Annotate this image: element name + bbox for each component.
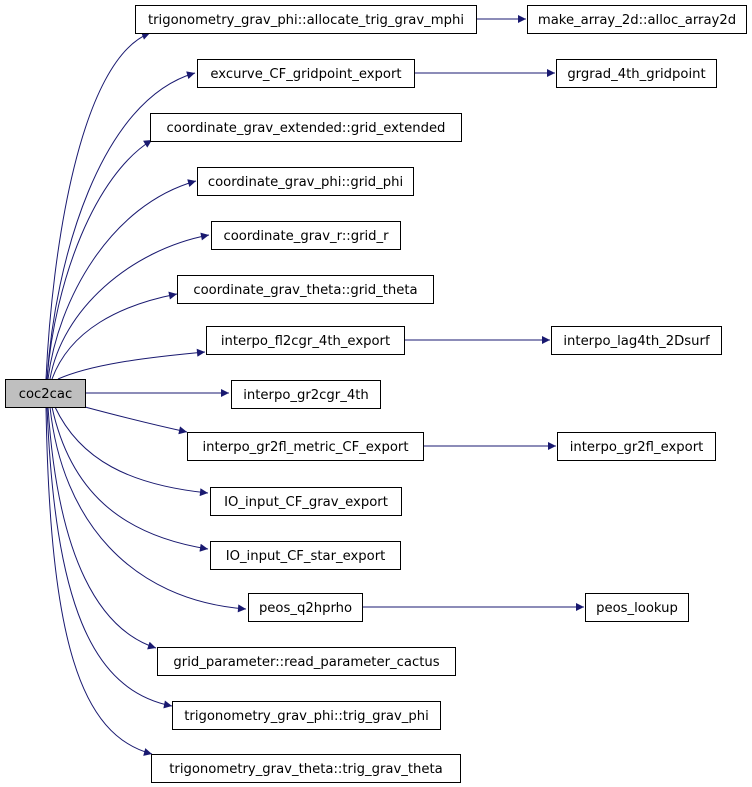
edge-coc2cac-to-grid_theta bbox=[51, 291, 178, 380]
node-label: trigonometry_grav_theta::trig_grav_theta bbox=[169, 762, 443, 777]
node-label: trigonometry_grav_phi::trig_grav_phi bbox=[184, 709, 429, 724]
node-read-parameter-cactus[interactable]: grid_parameter::read_parameter_cactus bbox=[157, 647, 456, 676]
node-grgrad-4th-gridpoint[interactable]: grgrad_4th_gridpoint bbox=[556, 59, 717, 88]
edge-coc2cac-to-read_parameter_cactus bbox=[47, 406, 157, 650]
nodes-layer: coc2cac trigonometry_grav_phi::allocate_t… bbox=[5, 5, 747, 783]
edge-coc2cac-to-interpo_fl2cgr_4th_export bbox=[57, 348, 206, 380]
node-label: interpo_fl2cgr_4th_export bbox=[221, 334, 390, 349]
edge-coc2cac-to-peos_q2hprho bbox=[49, 406, 247, 613]
edge-coc2cac-to-io_input_cf_star_export bbox=[51, 406, 209, 552]
node-interpo-gr2fl-metric-cf-export[interactable]: interpo_gr2fl_metric_CF_export bbox=[187, 432, 424, 461]
node-label: IO_input_CF_grav_export bbox=[224, 495, 388, 510]
node-trig-grav-phi[interactable]: trigonometry_grav_phi::trig_grav_phi bbox=[172, 701, 441, 730]
node-trig-grav-theta[interactable]: trigonometry_grav_theta::trig_grav_theta bbox=[151, 754, 461, 783]
node-label: coordinate_grav_extended::grid_extended bbox=[167, 121, 446, 136]
node-label: interpo_lag4th_2Dsurf bbox=[563, 334, 710, 349]
edge-coc2cac-to-interpo_gr2fl_metric_cf_export bbox=[84, 406, 188, 435]
node-label: interpo_gr2cgr_4th bbox=[243, 388, 369, 403]
node-label: coordinate_grav_theta::grid_theta bbox=[193, 283, 417, 298]
node-label: peos_q2hprho bbox=[259, 601, 352, 616]
node-allocate-trig-grav-mphi[interactable]: trigonometry_grav_phi::allocate_trig_gra… bbox=[135, 5, 477, 34]
node-io-input-cf-star-export[interactable]: IO_input_CF_star_export bbox=[210, 541, 401, 570]
edges-layer bbox=[45, 15, 584, 756]
node-peos-lookup[interactable]: peos_lookup bbox=[585, 593, 689, 622]
node-label: interpo_gr2fl_export bbox=[570, 440, 704, 455]
node-io-input-cf-grav-export[interactable]: IO_input_CF_grav_export bbox=[210, 487, 402, 516]
node-peos-q2hprho[interactable]: peos_q2hprho bbox=[248, 593, 363, 622]
node-box bbox=[206, 326, 405, 355]
node-box bbox=[172, 701, 441, 730]
edge-coc2cac-to-grid_extended bbox=[46, 139, 153, 380]
node-box bbox=[248, 593, 363, 622]
node-box bbox=[210, 541, 401, 570]
node-grid-extended[interactable]: coordinate_grav_extended::grid_extended bbox=[150, 113, 462, 142]
node-box bbox=[556, 59, 717, 88]
node-box bbox=[527, 5, 747, 34]
node-box bbox=[135, 5, 477, 34]
node-box bbox=[585, 593, 689, 622]
node-coc2cac[interactable]: coc2cac bbox=[5, 379, 86, 408]
node-interpo-gr2cgr-4th[interactable]: interpo_gr2cgr_4th bbox=[231, 380, 381, 409]
node-label: coordinate_grav_phi::grid_phi bbox=[208, 175, 403, 190]
node-box bbox=[151, 754, 461, 783]
node-box bbox=[551, 326, 722, 355]
node-grid-theta[interactable]: coordinate_grav_theta::grid_theta bbox=[177, 275, 434, 304]
node-label: coordinate_grav_r::grid_r bbox=[223, 229, 389, 244]
node-box bbox=[177, 275, 434, 304]
node-box bbox=[197, 167, 414, 196]
node-label: grgrad_4th_gridpoint bbox=[567, 67, 705, 82]
node-alloc-array2d[interactable]: make_array_2d::alloc_array2d bbox=[527, 5, 747, 34]
node-label: trigonometry_grav_phi::allocate_trig_gra… bbox=[148, 13, 464, 28]
node-excurve-cf-gridpoint-export[interactable]: excurve_CF_gridpoint_export bbox=[197, 59, 415, 88]
node-box bbox=[211, 221, 401, 250]
edge-coc2cac-to-allocate_trig_grav_mphi bbox=[45, 32, 151, 380]
node-label: interpo_gr2fl_metric_CF_export bbox=[202, 440, 408, 455]
edge-coc2cac-to-io_input_cf_grav_export bbox=[54, 406, 209, 497]
node-label: make_array_2d::alloc_array2d bbox=[538, 13, 736, 28]
node-interpo-gr2fl-export[interactable]: interpo_gr2fl_export bbox=[557, 432, 716, 461]
node-box bbox=[187, 432, 424, 461]
node-label: peos_lookup bbox=[596, 601, 678, 616]
node-label: excurve_CF_gridpoint_export bbox=[210, 67, 401, 82]
node-interpo-lag4th-2dsurf[interactable]: interpo_lag4th_2Dsurf bbox=[551, 326, 722, 355]
edge-coc2cac-to-grid_r bbox=[49, 232, 210, 380]
edge-coc2cac-to-trig_grav_phi bbox=[46, 406, 173, 709]
node-label: coc2cac bbox=[19, 387, 73, 402]
edge-coc2cac-to-grid_phi bbox=[47, 179, 197, 380]
node-label: IO_input_CF_star_export bbox=[226, 549, 386, 564]
node-grid-r[interactable]: coordinate_grav_r::grid_r bbox=[211, 221, 401, 250]
node-label: grid_parameter::read_parameter_cactus bbox=[173, 655, 439, 670]
edge-coc2cac-to-excurve_cf_gridpoint_export bbox=[46, 71, 196, 380]
node-box bbox=[197, 59, 415, 88]
node-grid-phi[interactable]: coordinate_grav_phi::grid_phi bbox=[197, 167, 414, 196]
node-box bbox=[557, 432, 716, 461]
node-box bbox=[5, 379, 86, 408]
edge-coc2cac-to-trig_grav_theta bbox=[45, 406, 153, 756]
node-box bbox=[210, 487, 402, 516]
node-interpo-fl2cgr-4th-export[interactable]: interpo_fl2cgr_4th_export bbox=[206, 326, 405, 355]
node-box bbox=[157, 647, 456, 676]
node-box bbox=[150, 113, 462, 142]
node-box bbox=[231, 380, 381, 409]
